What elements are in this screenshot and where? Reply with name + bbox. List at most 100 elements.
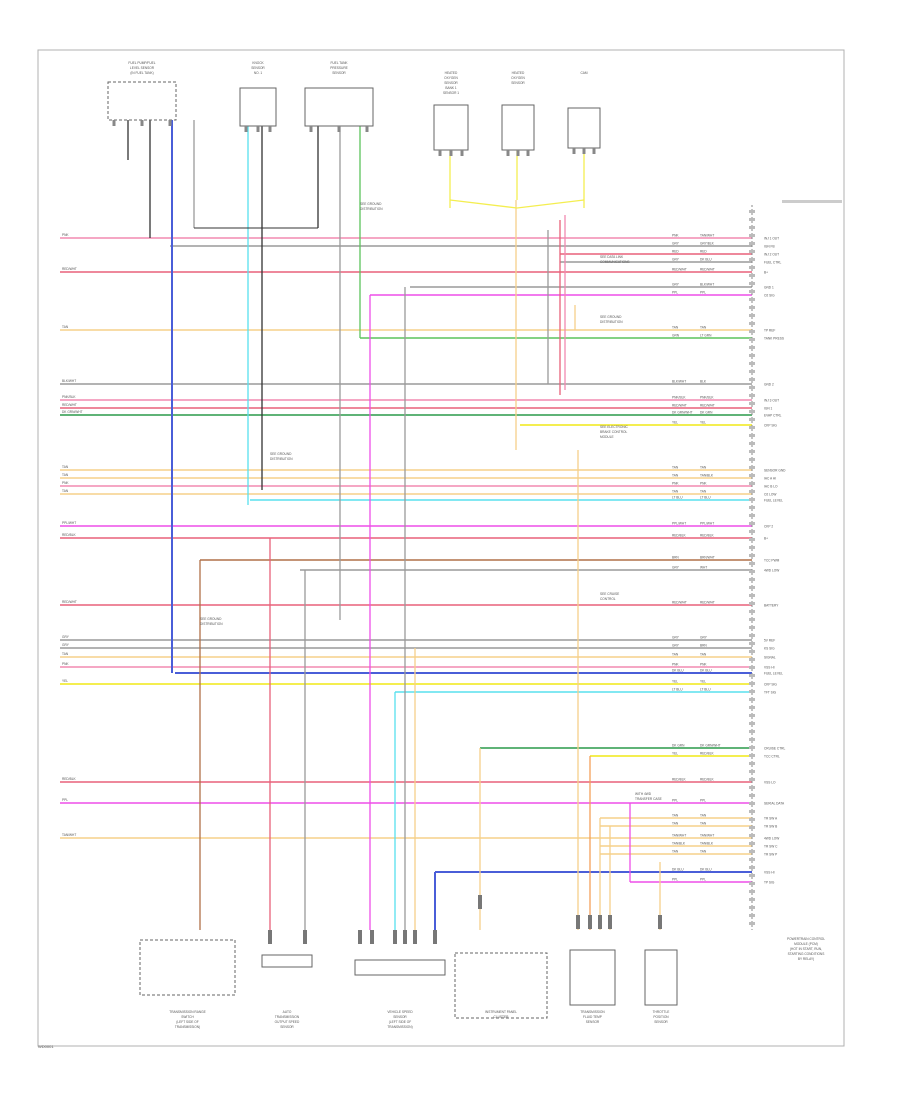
pcm-pin: [749, 770, 755, 773]
pcm-pin: [749, 218, 755, 221]
pcm-pin: [749, 570, 755, 573]
pcm-pin-label: FUEL CTRL: [764, 261, 781, 265]
wire-code-label-left: TAN: [62, 489, 69, 493]
pcm-pin: [749, 802, 755, 805]
connector-pin: [365, 126, 369, 132]
bottom-connector-pin: [370, 930, 374, 944]
top-component-label: HEATED: [445, 71, 458, 75]
pcm-pin: [749, 370, 755, 373]
wire-code-label: DK BLU: [672, 868, 684, 872]
note-label: SEE ELECTRONIC: [600, 425, 629, 429]
bottom-component-box: [569, 949, 616, 1006]
top-component-label: SENSOR: [332, 71, 346, 75]
wire-circuit-label: DK BLU: [700, 669, 712, 673]
note-label: MODULE: [600, 435, 614, 439]
pcm-pin: [749, 706, 755, 709]
pcm-pin: [749, 210, 755, 213]
bottom-component-label: TRANSMISSION): [387, 1025, 412, 1029]
connector-pin: [582, 148, 586, 154]
wire-circuit-label: GRY: [700, 636, 708, 640]
pcm-header-mark: [782, 200, 842, 203]
pcm-pin: [749, 266, 755, 269]
note-label: CONTROL: [600, 597, 616, 601]
wire-circuit-label: YEL: [700, 680, 706, 684]
pcm-label: (HOT IN START, RUN,: [790, 947, 822, 951]
wire-circuit-label: TAN: [700, 326, 707, 330]
wire-code-label: YEL: [672, 421, 678, 425]
pcm-pin: [749, 762, 755, 765]
pcm-pin-label: O2 LOW: [764, 493, 776, 497]
pcm-pin-label: IAC A HI: [764, 477, 776, 481]
connector-pin: [309, 126, 313, 132]
pcm-pin: [749, 738, 755, 741]
note-label: SEE GROUND: [200, 617, 222, 621]
pcm-pin: [749, 922, 755, 925]
pcm-pin: [749, 746, 755, 749]
bottom-component-label: SENSOR: [280, 1025, 294, 1029]
wire-circuit-label: PNK: [700, 663, 707, 667]
wire-code-label: YEL: [672, 752, 678, 756]
wire-code-label: RED: [672, 250, 679, 254]
pcm-pin-label: FUEL LEVEL: [764, 672, 783, 676]
pcm-pin-label: 5V REF: [764, 639, 775, 643]
connector-pin: [449, 150, 453, 156]
pcm-pin: [749, 362, 755, 365]
pcm-pin: [749, 898, 755, 901]
pcm-pin-label: B+: [764, 271, 768, 275]
bottom-component-label: TRANSMISSION: [275, 1015, 300, 1019]
pcm-pin-label: TR SW A: [764, 817, 778, 821]
bottom-component-label: SENSOR: [586, 1020, 600, 1024]
wire-circuit-label: TAN: [700, 466, 707, 470]
wire-code-label-left: YEL: [62, 679, 68, 683]
bottom-component-label: CLUSTER: [494, 1015, 510, 1019]
pcm-pin: [749, 834, 755, 837]
wire-code-label: BRN: [672, 556, 679, 560]
pcm-pin-label: VSS HI: [764, 666, 775, 670]
pcm-pin-label: TANK PRESS: [764, 337, 784, 341]
connector-pin: [256, 126, 260, 132]
top-component-label: OXYGEN: [444, 76, 458, 80]
wire-circuit-label: PPL: [700, 799, 706, 803]
wire-circuit-label: DK GRN/WHT: [700, 744, 721, 748]
pcm-pin: [749, 282, 755, 285]
bottom-connector-pin: [608, 915, 612, 929]
wire-code-label: PPL: [672, 878, 678, 882]
pcm-pin: [749, 562, 755, 565]
wire-circuit-label: TAN: [700, 822, 707, 826]
pcm-pin: [749, 234, 755, 237]
wire-code-label: PPL/WHT: [672, 522, 686, 526]
pcm-pin: [749, 338, 755, 341]
top-component-label: OXYGEN: [511, 76, 525, 80]
pcm-pin: [749, 226, 755, 229]
top-component-label: HEATED: [512, 71, 525, 75]
pcm-pin: [749, 458, 755, 461]
wire-circuit-label: TAN: [700, 653, 707, 657]
pcm-pin-label: IGN FB: [764, 245, 775, 249]
bottom-component-label: TRANSMISSION RANGE: [169, 1010, 205, 1014]
bottom-connector-pin: [433, 930, 437, 944]
wire-code-label-left: TAN: [62, 652, 69, 656]
bottom-component-label: TRANSMISSION: [580, 1010, 605, 1014]
pcm-pin: [749, 914, 755, 917]
wire-circuit-label: LT BLU: [700, 688, 711, 692]
pcm-pin-label: VSS HI: [764, 871, 775, 875]
wire-code-label: YEL: [672, 680, 678, 684]
pcm-pin: [749, 594, 755, 597]
wire-circuit-label: GRY/BLK: [700, 242, 715, 246]
pcm-pin: [749, 290, 755, 293]
wire-code-label-left: PNK: [62, 662, 69, 666]
wire-code-label-left: TAN: [62, 325, 69, 329]
connector-pin: [592, 148, 596, 154]
bottom-component-label: TRANSMISSION): [175, 1025, 200, 1029]
top-component-label: FUEL TANK: [330, 61, 348, 65]
bottom-component-label: (LEFT SIDE OF: [176, 1020, 198, 1024]
sensor-splice: [449, 199, 585, 209]
wire-code-label: TAN: [672, 490, 679, 494]
wire-circuit-label: RED/BLK: [700, 534, 715, 538]
wire-code-label: RED/BLK: [672, 778, 687, 782]
note-label: DISTRIBUTION: [200, 622, 223, 626]
wire-code-label: GRN: [672, 334, 680, 338]
top-component-box: [501, 104, 535, 151]
